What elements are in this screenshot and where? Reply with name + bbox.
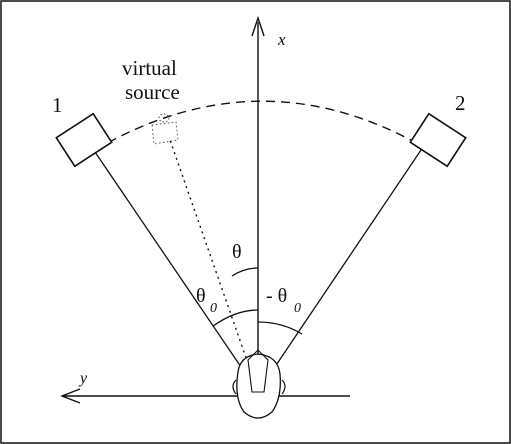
- theta0-right-label: - θ: [266, 285, 287, 307]
- virtual-source-label-line2: source: [125, 80, 180, 104]
- virtual-source-speaker: [151, 113, 179, 145]
- speaker-1-line: [94, 151, 259, 393]
- speaker-2-label: 2: [455, 91, 466, 115]
- x-axis-arrowhead: [251, 15, 265, 37]
- virtual-source-line: [169, 139, 259, 393]
- theta0-right-subscript: 0: [294, 301, 301, 316]
- theta-label: θ: [232, 241, 242, 263]
- virtual-source-label-line1: virtual: [122, 56, 177, 80]
- x-axis-label: x: [277, 30, 286, 49]
- speaker-2-line: [257, 149, 422, 393]
- theta-arc: [231, 267, 259, 277]
- theta0-left-arc: [212, 309, 259, 327]
- speaker-1: [55, 112, 113, 168]
- speaker-1-label: 1: [52, 93, 63, 117]
- theta0-left-label: θ: [196, 285, 206, 307]
- listener-head: [232, 349, 286, 419]
- y-axis-arrowhead: [60, 388, 81, 404]
- speaker-arc: [94, 100, 421, 151]
- listener-left-ear: [232, 379, 237, 395]
- speaker-2: [409, 112, 467, 168]
- y-axis-label: y: [78, 370, 88, 387]
- listener-right-ear: [281, 379, 286, 395]
- theta0-left-subscript: 0: [210, 301, 217, 316]
- theta0-right-arc: [257, 321, 303, 335]
